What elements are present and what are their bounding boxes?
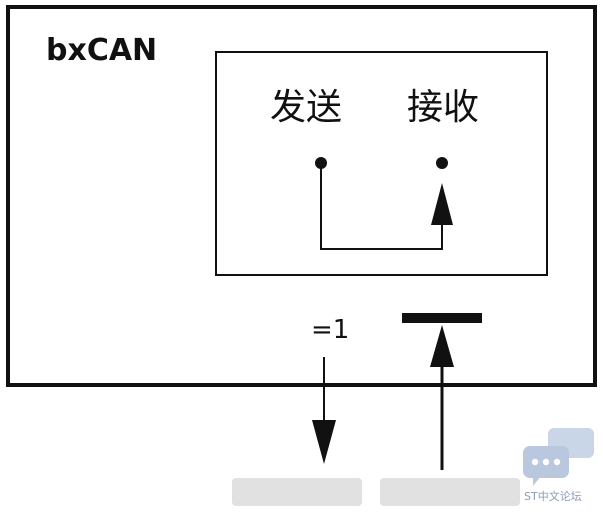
rx-block-bar bbox=[402, 313, 482, 323]
output-value-label: =1 bbox=[311, 315, 349, 345]
tx-output-arrow bbox=[312, 420, 336, 464]
blurred-pin-labels bbox=[232, 478, 520, 506]
bxcan-title: bxCAN bbox=[46, 33, 157, 68]
loopback-arrow bbox=[431, 183, 453, 225]
loopback-path bbox=[320, 163, 443, 250]
rx-label: 接收 bbox=[407, 87, 479, 128]
loopback-box bbox=[215, 51, 548, 276]
rx-input-arrow bbox=[430, 325, 454, 367]
rx-node bbox=[436, 157, 448, 169]
tx-label: 发送 bbox=[270, 87, 342, 128]
watermark-text: ST中文论坛 bbox=[524, 489, 582, 503]
watermark-chat-icon bbox=[523, 428, 594, 486]
bxcan-block bbox=[6, 5, 597, 387]
